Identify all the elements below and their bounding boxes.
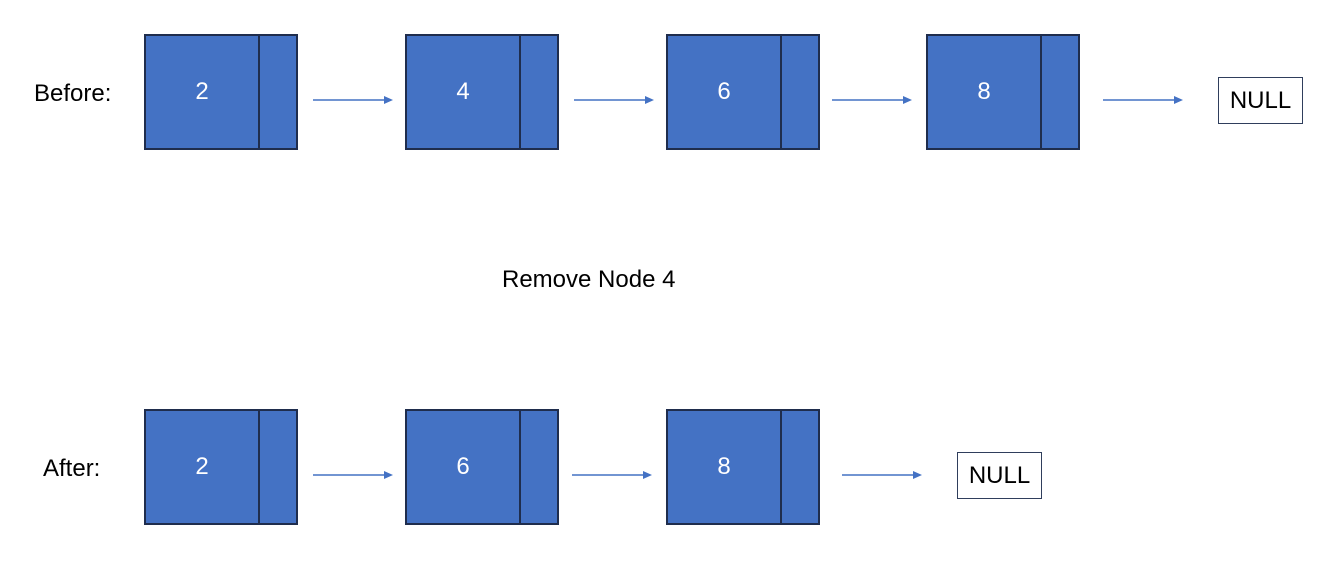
- node-value: 8: [928, 36, 1042, 148]
- node-value: 4: [407, 36, 521, 148]
- after-null-box: NULL: [957, 452, 1042, 499]
- node-next-pointer: [782, 411, 818, 523]
- before-null-box: NULL: [1218, 77, 1303, 124]
- arrow-icon: [1103, 96, 1183, 104]
- node-value: 2: [146, 411, 260, 523]
- node-next-pointer: [521, 36, 557, 148]
- arrow-icon: [842, 471, 922, 479]
- node-value: 2: [146, 36, 260, 148]
- node-next-pointer: [1042, 36, 1078, 148]
- node-next-pointer: [260, 36, 296, 148]
- arrow-icon: [313, 471, 393, 479]
- node-value: 8: [668, 411, 782, 523]
- operation-label: Remove Node 4: [502, 266, 676, 293]
- arrow-icon: [313, 96, 393, 104]
- node-next-pointer: [260, 411, 296, 523]
- before-node-3: 6: [666, 34, 820, 150]
- arrow-icon: [574, 96, 654, 104]
- before-node-2: 4: [405, 34, 559, 150]
- after-label: After:: [43, 455, 101, 482]
- after-node-2: 6: [405, 409, 559, 525]
- node-next-pointer: [521, 411, 557, 523]
- node-value: 6: [668, 36, 782, 148]
- arrow-icon: [572, 471, 652, 479]
- node-next-pointer: [782, 36, 818, 148]
- before-label: Before:: [34, 80, 112, 107]
- after-node-3: 8: [666, 409, 820, 525]
- before-node-4: 8: [926, 34, 1080, 150]
- before-node-1: 2: [144, 34, 298, 150]
- arrow-icon: [832, 96, 912, 104]
- after-node-1: 2: [144, 409, 298, 525]
- node-value: 6: [407, 411, 521, 523]
